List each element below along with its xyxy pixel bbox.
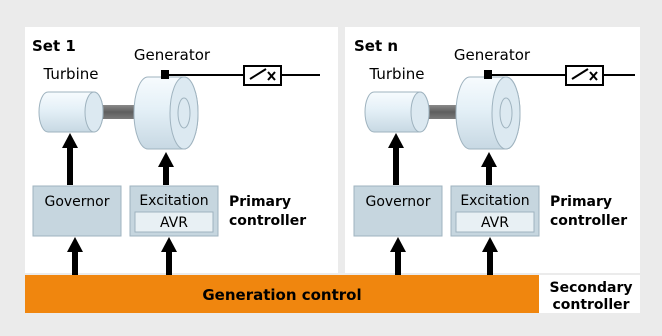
set-1-control-to-excitation-arrow xyxy=(161,237,177,276)
set-n-governor-label: Governor xyxy=(365,194,430,210)
set-n-avr-box xyxy=(455,211,535,233)
secondary-controller-box xyxy=(539,275,640,313)
set-1-shaft xyxy=(96,105,142,119)
set-n-generator-icon xyxy=(455,76,521,150)
set-1-circuit-breaker-icon xyxy=(243,65,282,86)
set-1-excitation-to-generator-arrow xyxy=(158,152,174,185)
set-1-control-to-governor-arrow xyxy=(67,237,83,276)
set-n-primary-controller-line2: controller xyxy=(550,213,627,229)
set-1-avr-label: AVR xyxy=(160,215,188,231)
set-n-control-to-governor-arrow xyxy=(390,237,406,276)
set-n-turbine-label: Turbine xyxy=(369,65,425,83)
set-1-primary-controller-line1: Primary xyxy=(229,194,291,210)
set-1-governor-to-turbine-arrow xyxy=(62,133,78,185)
secondary-controller-line1: Secondary xyxy=(550,280,633,296)
set-1-generator-icon xyxy=(133,76,199,150)
set-1-excitation-label: Excitation xyxy=(139,193,208,209)
generation-control-label: Generation control xyxy=(202,286,361,304)
set-n-generator-label: Generator xyxy=(454,46,531,64)
set-1-primary-controller-line2: controller xyxy=(229,213,306,229)
secondary-controller-line2: controller xyxy=(552,297,629,313)
set-n-title: Set n xyxy=(354,37,398,55)
set-n-panel: Set n Turbine Generator xyxy=(345,27,640,276)
set-n-control-to-excitation-arrow xyxy=(482,237,498,276)
set-1-generator-label: Generator xyxy=(134,46,211,64)
set-1-avr-box xyxy=(134,211,214,233)
set-n-shaft xyxy=(422,105,466,119)
set-1-governor-label: Governor xyxy=(44,194,109,210)
set-1-panel: Set 1 Turbine Generator xyxy=(25,27,338,276)
set-n-avr-label: AVR xyxy=(481,215,509,231)
set-n-governor-to-turbine-arrow xyxy=(388,133,404,185)
set-n-excitation-to-generator-arrow xyxy=(481,152,497,185)
set-n-excitation-label: Excitation xyxy=(460,193,529,209)
set-n-governor-box xyxy=(353,185,443,237)
set-n-primary-controller-line1: Primary xyxy=(550,194,612,210)
set-1-title: Set 1 xyxy=(32,37,76,55)
set-1-governor-box xyxy=(32,185,122,237)
generation-control-bar xyxy=(25,275,539,313)
set-n-circuit-breaker-icon xyxy=(565,65,604,86)
set-1-turbine-label: Turbine xyxy=(43,65,99,83)
set-1-turbine-icon xyxy=(38,91,104,133)
set-n-turbine-icon xyxy=(364,91,430,133)
